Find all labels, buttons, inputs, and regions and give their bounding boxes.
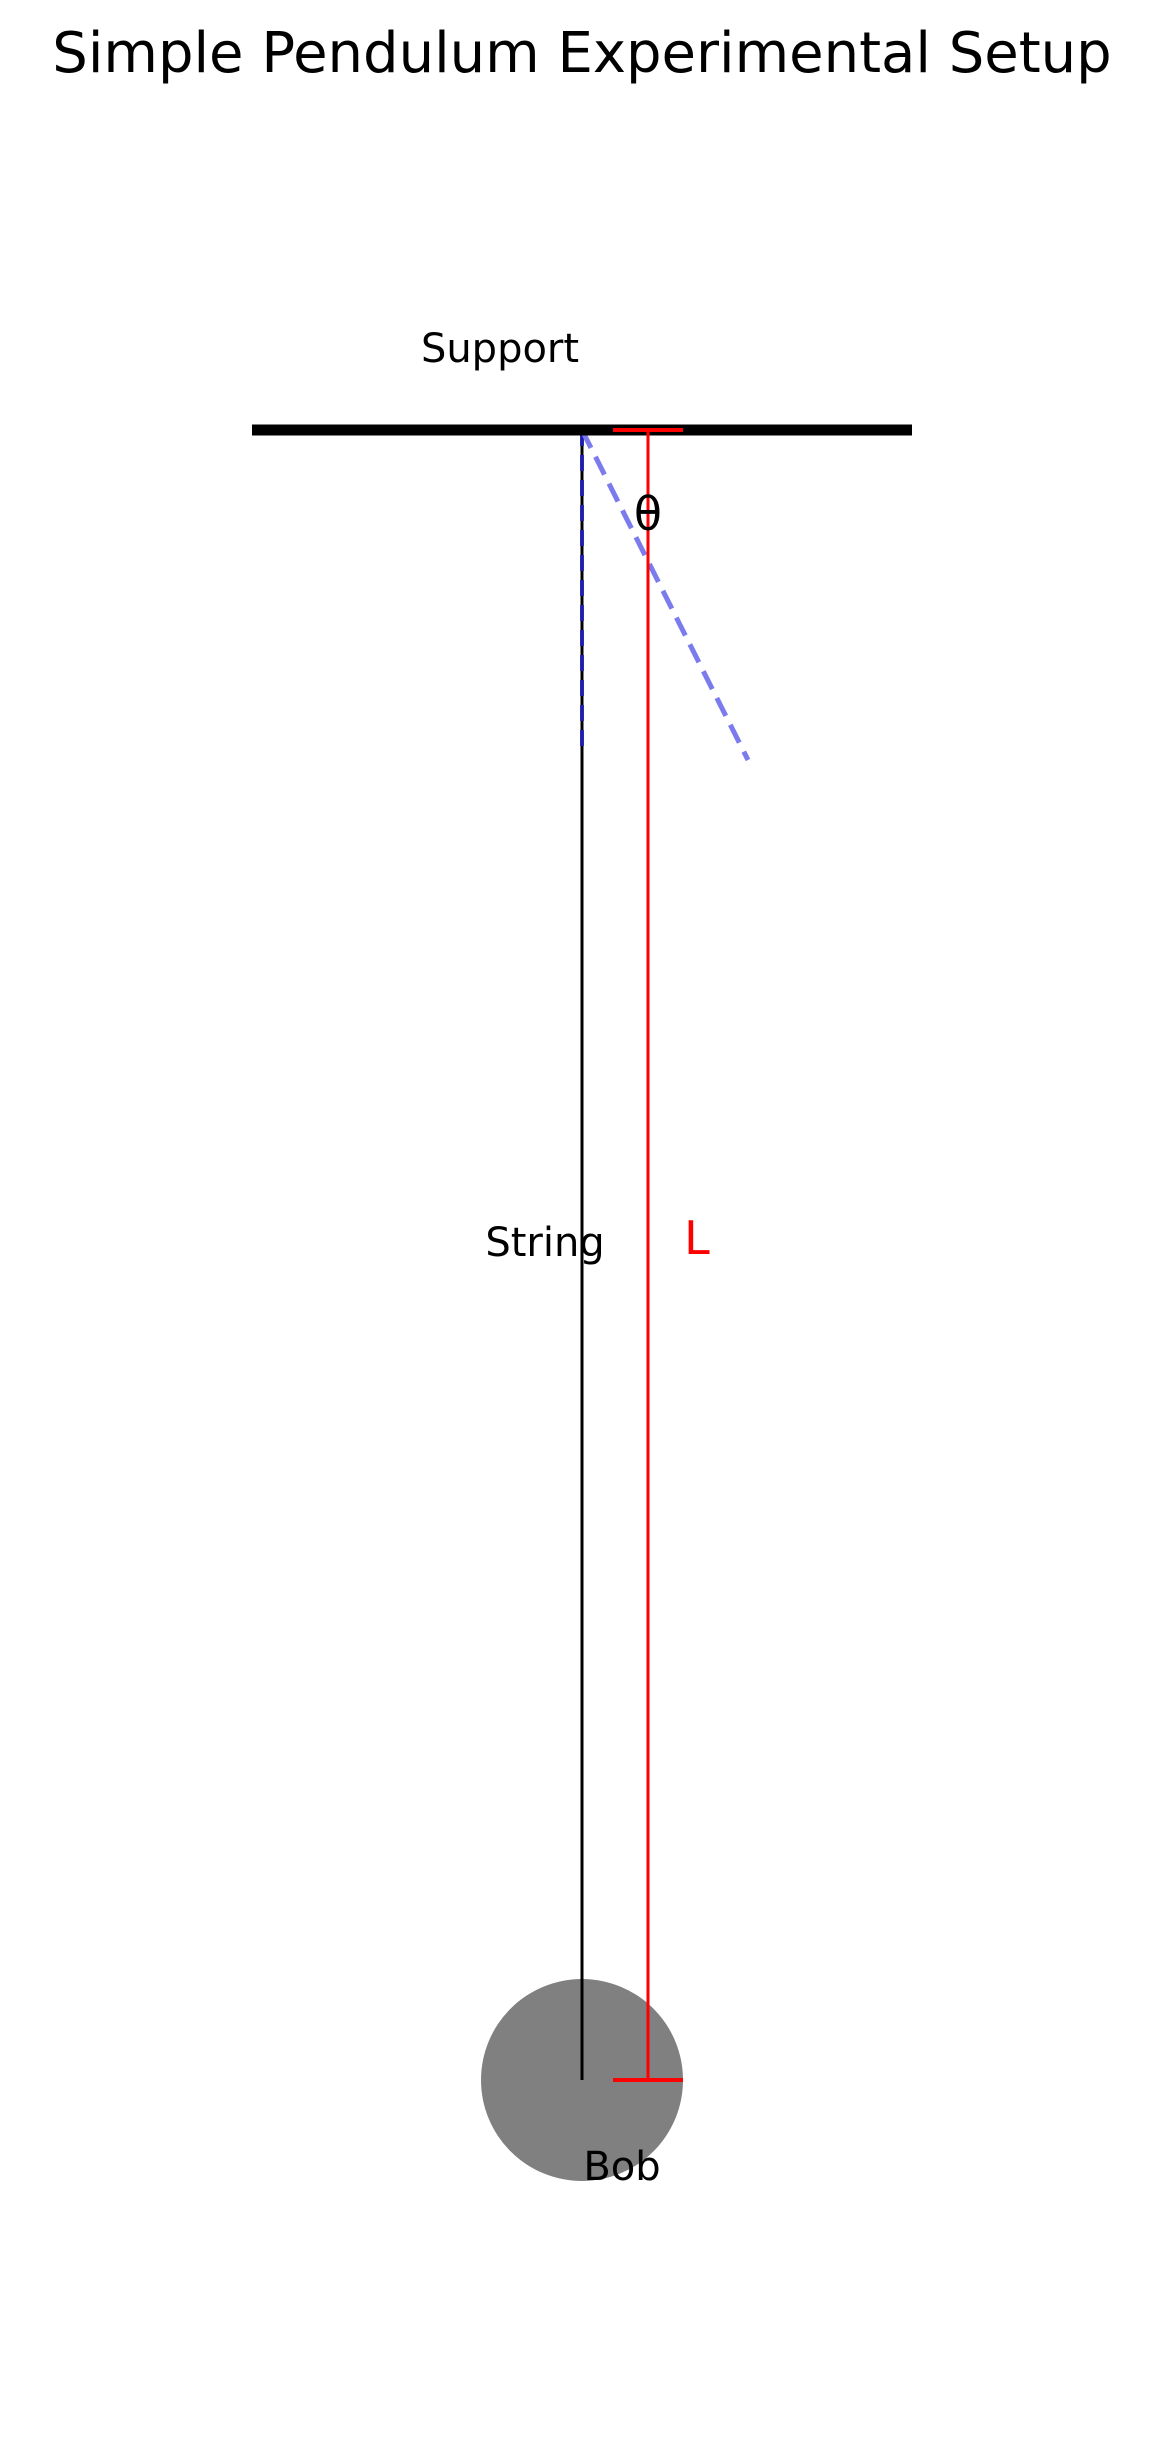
diagram-title: Simple Pendulum Experimental Setup (52, 21, 1111, 86)
length-marker (613, 428, 683, 2082)
bob-label: Bob (583, 2144, 660, 2190)
length-label: L (684, 1211, 710, 1265)
string-label: String (485, 1220, 604, 1266)
displaced-string-line (579, 428, 751, 762)
angle-label: θ (634, 487, 662, 541)
support-label: Support (421, 326, 579, 372)
